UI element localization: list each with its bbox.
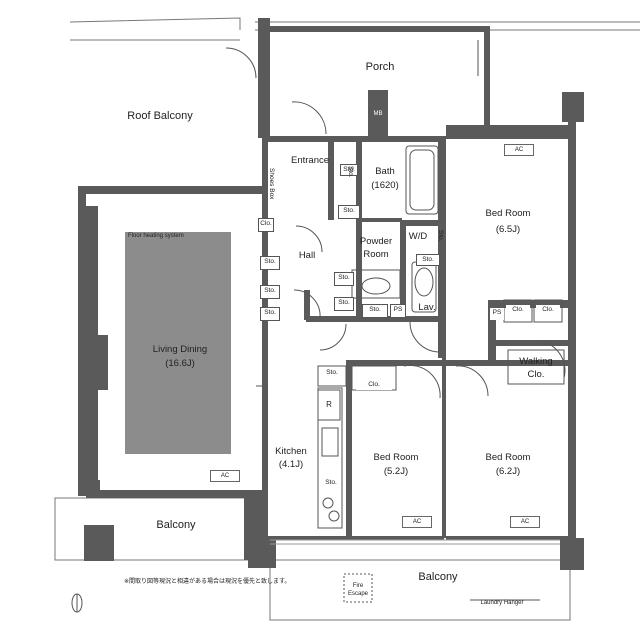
hall-label: Hall: [298, 250, 316, 261]
clo-box-entrance: Clo.: [258, 218, 274, 232]
sto-box-hall-2: Sto.: [260, 285, 280, 299]
sto-box-kitchen: Sto.: [322, 478, 340, 490]
bed-room-3-label: Bed Room: [485, 452, 531, 463]
mb-label: MB: [373, 111, 383, 117]
laundry-hanger-label: Laundry Hanger: [480, 600, 524, 606]
balcony-bottom-label: Balcony: [418, 571, 458, 583]
floor-heating-area: [125, 232, 231, 454]
lav-label: Lav.: [418, 302, 436, 313]
kitchen-size: (4.1J): [278, 459, 304, 470]
floor-heating-label: Floor heating system: [128, 233, 184, 239]
porch-label: Porch: [365, 61, 395, 73]
living-dining-size: (16.6J): [165, 358, 195, 369]
sto-box-kitchen-top: Sto.: [320, 368, 344, 382]
wd-label: W/D: [408, 231, 428, 242]
ac-bed-2: AC: [402, 516, 432, 528]
ps-box-powder: PS: [390, 304, 406, 318]
powder-label: Powder: [359, 236, 393, 247]
walking-clo-label: Walking: [519, 356, 553, 367]
bed-room-3-size: (6.2J): [495, 466, 521, 477]
disclaimer-note: ※間取り図等現況と相違がある場合は現況を優先と致します。: [124, 579, 291, 585]
entrance-label: Entrance: [290, 155, 330, 166]
bath-size-label: (1620): [371, 180, 399, 191]
roof-balcony-label: Roof Balcony: [127, 110, 193, 122]
fixtures: [71, 40, 566, 613]
kitchen-label: Kitchen: [275, 446, 307, 457]
powder-room-label: Room: [363, 249, 389, 260]
ac-living: AC: [210, 470, 240, 482]
clo-box-bed-2-closet: Clo.: [356, 380, 392, 390]
living-dining-label: Living Dining: [152, 344, 208, 355]
sto-box-lav: Sto.: [416, 254, 440, 266]
sto-box-powder-3: Sto.: [362, 304, 388, 318]
sto-box-powder-1: Sto.: [334, 272, 354, 286]
sto-label-entrance-side: Sto.: [347, 166, 354, 178]
bath-label: Bath: [375, 166, 395, 177]
refrigerator-label: R: [326, 400, 332, 409]
clo-box-bed-1: Clo.: [506, 305, 530, 317]
fire-escape-label-2: Escape: [347, 591, 368, 597]
sto-box-powder-2: Sto.: [334, 297, 354, 311]
sto-box-entrance: Sto.: [340, 164, 358, 176]
ac-bed-1: AC: [504, 144, 534, 156]
bed-room-1-label: Bed Room: [485, 208, 531, 219]
bed-room-2-label: Bed Room: [373, 452, 419, 463]
balcony-left-label: Balcony: [156, 519, 196, 531]
ps-box-bed: PS: [490, 308, 504, 320]
bed-room-2-size: (5.2J): [383, 466, 409, 477]
bed-room-1-size: (6.5J): [495, 224, 521, 235]
sto-box-hall-1: Sto.: [260, 256, 280, 270]
walking-clo-label-2: Clo.: [527, 369, 545, 380]
sto-box-bath: Sto.: [338, 205, 360, 219]
sto-box-hall-3: Sto.: [260, 307, 280, 321]
shoes-box-label: Shoes Box: [268, 168, 275, 200]
fire-escape-label: Fire: [352, 583, 364, 589]
ac-bed-3: AC: [510, 516, 540, 528]
clo-box-bed-2: Clo.: [536, 305, 560, 317]
sto-label-bath-side: Sto.: [437, 230, 444, 242]
